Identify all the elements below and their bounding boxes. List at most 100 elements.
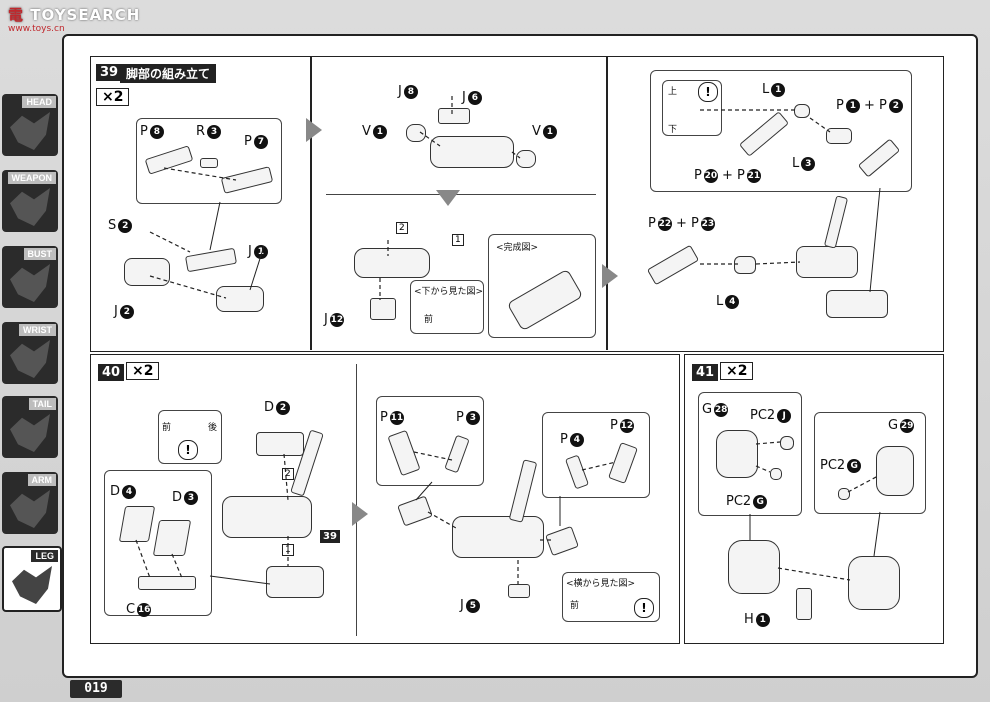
part-letter: G [888,418,899,433]
part-letter: PC2 [820,458,846,473]
tab-wrist[interactable]: WRIST [2,322,58,384]
part-letter: D [172,490,183,505]
shaft-part [796,588,812,620]
leg-frame-part [124,258,170,286]
part-number: 20 [703,168,718,183]
order-marker: 2 [282,468,294,480]
part-letter: P [244,134,252,149]
divider [326,194,596,195]
part-letter: P [836,98,844,113]
caution-icon: ! [178,440,198,460]
tab-label: LEG [31,550,58,562]
part-number: 21 [746,168,761,183]
frame-part [138,576,196,590]
part-letter: L [716,294,724,309]
tab-bust[interactable]: BUST [2,246,58,308]
part-number: 3 [465,410,480,425]
tab-label: WRIST [19,324,56,336]
part-number: 1 [845,98,860,113]
tab-head[interactable]: HEAD [2,94,58,156]
brand-url: www.toys.cn [8,24,65,34]
part-number: 3 [184,490,199,505]
divider [310,56,312,350]
step-number: 41 [692,364,719,381]
leg-assembly-part [354,248,430,278]
part-number: 1 [771,82,786,97]
armor-part [256,432,304,456]
bottom-view-box [410,280,484,334]
part-letter: C [126,602,136,617]
part-number: 1 [253,244,268,259]
tab-tail[interactable]: TAIL [2,396,58,458]
part-number: 7 [253,134,268,149]
tab-arm[interactable]: ARM [2,472,58,534]
flow-arrow [306,118,322,142]
flow-arrow-down [436,190,460,206]
part-letter: PC2 [750,408,776,423]
part-letter: J [248,244,252,259]
down-label: 下 [668,125,678,135]
part-letter: P [610,418,618,433]
leg-assembly-part [430,136,514,168]
part-number: 2 [276,400,291,415]
joint-housing-part [716,430,758,478]
joint-assembly-part [848,556,900,610]
part-number: 4 [122,484,137,499]
tab-weapon[interactable]: WEAPON [2,170,58,232]
part-number: 4 [725,294,740,309]
pin-part [200,158,218,168]
part-letter: V [532,124,541,139]
part-letter: R [196,124,206,139]
part-number: 1 [542,124,557,139]
divider [606,56,608,350]
bottom-view-label: <下から見た図> [414,287,484,297]
part-letter: V [362,124,371,139]
part-number: 5 [465,598,480,613]
polycap-part [780,436,794,450]
part-letter: D [264,400,275,415]
part-letter: P [380,410,388,425]
brand-prefix: 電 [8,6,25,24]
wheel-part [516,150,536,168]
part-letter: L [792,156,800,171]
page-number: 019 [70,680,122,698]
flow-arrow [352,502,368,526]
order-marker: 2 [396,222,408,234]
part-letter: P [694,168,702,183]
part-number: 23 [700,216,715,231]
part-number: 12 [329,312,344,327]
step-number: 40 [98,364,125,381]
joint-part [826,128,852,144]
part-letter: D [110,484,121,499]
part-letter: J [114,304,118,319]
part-number: 16 [137,602,152,617]
back-label: 後 [208,423,218,433]
part-letter: J [324,312,328,327]
tab-label: TAIL [28,398,56,410]
part-number: 11 [389,410,404,425]
part-letter: J [398,84,402,99]
joint-part [734,256,756,274]
leg-frame-part [216,286,264,312]
part-number: 2 [888,98,903,113]
polycap-part [838,488,850,500]
plus-label: + P [863,98,887,113]
tab-leg[interactable]: LEG [2,546,62,612]
part-number: 28 [714,402,729,417]
brand-name: TOYSEARCH [30,6,141,24]
